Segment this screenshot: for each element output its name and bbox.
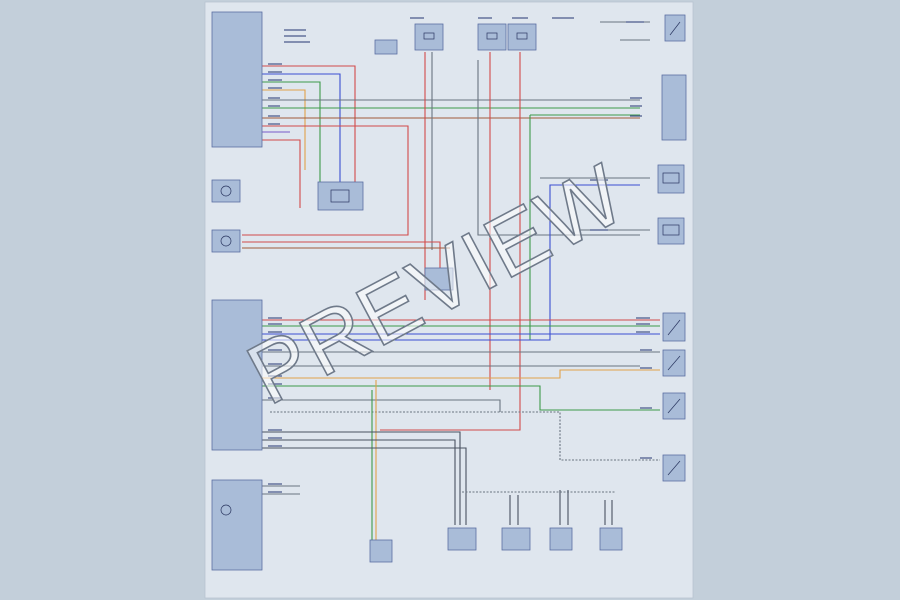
wire-blue [262,73,341,182]
wire-gray-low3 [262,399,501,412]
fuse-box-2 [477,23,507,51]
refrigerant-sensor [317,181,364,211]
sensor-icon [662,172,680,184]
wire-gray-bus [262,431,461,525]
wire-red-loop [242,125,409,236]
right-sensor-1 [657,164,685,194]
wire-gray-bus3 [262,447,467,525]
transmission-module [211,479,263,571]
hvac-control-module [211,11,263,148]
wire-green-right [529,114,640,340]
fuse-icon [516,32,528,40]
wire-green-low2 [262,385,660,411]
sensor-icon [220,185,232,197]
switch-icon [669,21,681,36]
switch-icon [667,398,681,414]
wire-orange-low [262,369,660,379]
sensor-box-1 [447,527,477,551]
right-sensor-2 [657,217,685,245]
battery [369,539,393,563]
wire-gray-bus2 [262,439,456,525]
wire-sensor-2 [559,490,569,525]
wire-orange [262,89,306,170]
switch-icon [667,355,681,371]
motor-icon [330,189,350,203]
powertrain-control-module [211,299,263,451]
wire-violet-right [262,184,640,341]
ground-icon [220,504,232,516]
fuse-icon [486,32,498,40]
right-module [661,74,687,141]
wire-green [262,81,321,182]
components [211,11,687,571]
sensor-icon [662,224,680,236]
wire-fuse-3 [380,52,521,431]
wire-bottom-left [262,485,300,495]
wire-dashed [270,411,660,461]
wires [242,21,660,540]
blower-motor [211,229,241,253]
wire-gray-right [477,60,640,236]
wire-red [262,65,356,185]
fuse-icon [423,32,435,40]
sensor-box-4 [599,527,623,551]
switch-icon [667,319,681,336]
compressor-clutch [374,39,398,55]
component-icons [220,21,681,516]
diagram-sheet [204,1,694,599]
sensor-box-3 [549,527,573,551]
wire-red-mid [242,241,441,275]
wire-sensor-1 [509,495,519,525]
wire-sensor-3 [604,500,613,525]
fuse-box-1 [414,23,444,51]
sensor-box-2 [501,527,531,551]
switch-icon [667,460,681,476]
motor-icon [220,235,232,247]
pin-labels [268,17,652,493]
blower-relay [424,267,454,291]
wire-red-down [262,139,301,208]
fuse-box-3 [507,23,537,51]
ambient-sensor [211,179,241,203]
